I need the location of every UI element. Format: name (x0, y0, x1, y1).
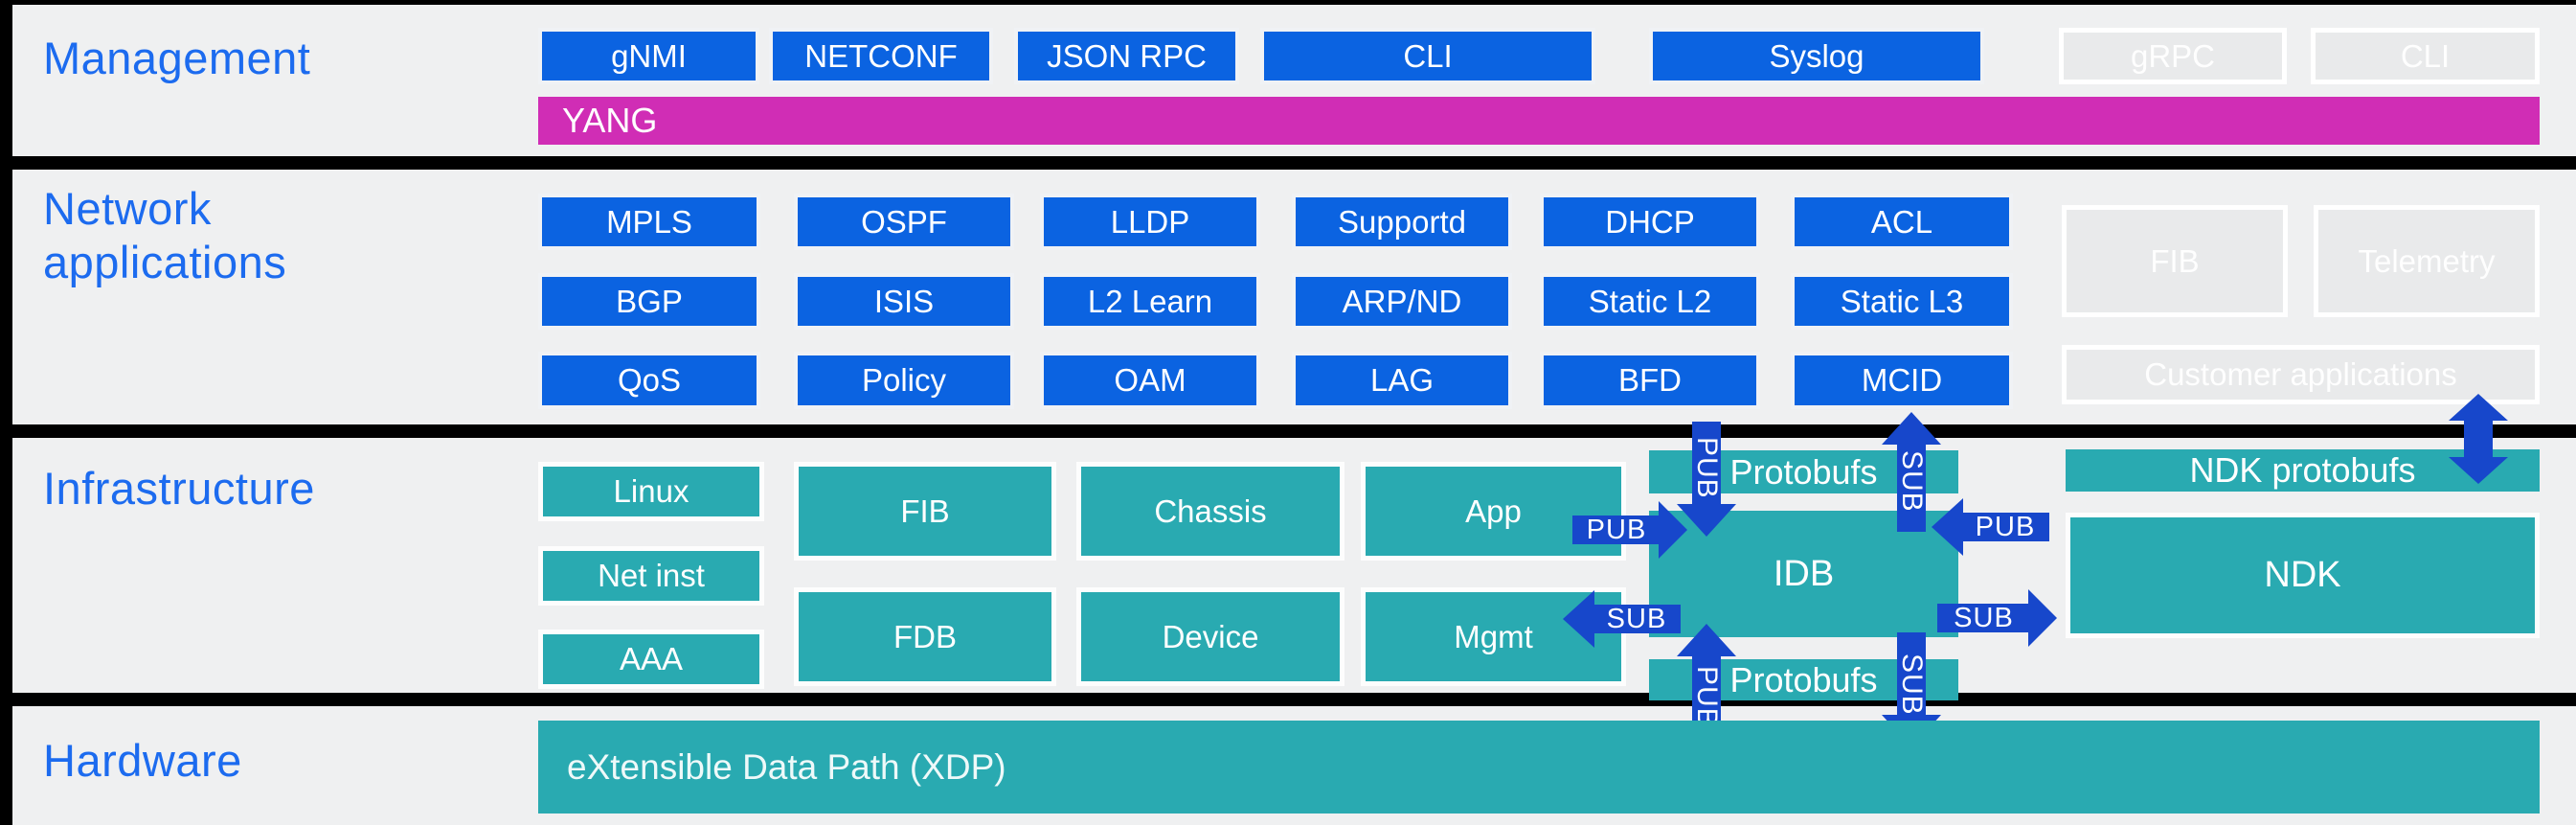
infra-box-device: Device (1076, 587, 1344, 686)
netapp-box-static-l3: Static L3 (1791, 273, 2013, 330)
yang-bar: YANG (538, 97, 2540, 145)
netapp-box-arp-nd: ARP/ND (1292, 273, 1512, 330)
management-layer-title: Management (43, 33, 311, 83)
netapp-box-telemetry-disabled: Telemetry (2314, 205, 2540, 317)
infra-box-app: App (1361, 462, 1626, 561)
sub-up-arrow-label: SUB (1896, 450, 1928, 513)
infrastructure-layer-title: Infrastructure (43, 463, 315, 514)
netapp-box-bfd: BFD (1540, 352, 1760, 409)
protocol-box-netconf: NETCONF (769, 28, 993, 84)
protocol-box-json-rpc: JSON RPC (1014, 28, 1239, 84)
sub-left-arrow-label: SUB (1606, 604, 1667, 634)
netapp-box-lldp: LLDP (1040, 194, 1260, 250)
pub-up-arrow-label: PUB (1691, 666, 1723, 728)
protocol-box-gnmi: gNMI (538, 28, 759, 84)
protocol-box-cli: CLI (1260, 28, 1595, 84)
netapp-box-acl: ACL (1791, 194, 2013, 250)
pub-down-arrow-label: PUB (1691, 437, 1723, 499)
idb-box: IDB (1649, 511, 1958, 637)
netapp-box-ospf: OSPF (794, 194, 1014, 250)
infra-box-fdb: FDB (794, 587, 1056, 686)
netapp-box-isis: ISIS (794, 273, 1014, 330)
netapp-box-supportd: Supportd (1292, 194, 1512, 250)
protocol-box-syslog: Syslog (1649, 28, 1984, 84)
hardware-layer-title: Hardware (43, 735, 242, 786)
ndk-protobufs-bar: NDK protobufs (2066, 449, 2540, 492)
sub-down-arrow-label: SUB (1896, 653, 1928, 716)
network-applications-layer-title: Network applications (43, 182, 286, 289)
divider-management-netapps (0, 156, 2576, 170)
netapp-box-policy: Policy (794, 352, 1014, 409)
ndk-box: NDK (2066, 513, 2540, 638)
netapp-box-lag: LAG (1292, 352, 1512, 409)
netapp-box-bgp: BGP (538, 273, 760, 330)
infra-box-fib: FIB (794, 462, 1056, 561)
infra-box-chassis: Chassis (1076, 462, 1344, 561)
netapp-box-l2-learn: L2 Learn (1040, 273, 1260, 330)
infra-box-linux: Linux (538, 462, 764, 521)
infra-box-net-inst: Net inst (538, 546, 764, 606)
netapp-box-static-l2: Static L2 (1540, 273, 1760, 330)
left-border (0, 0, 12, 825)
protocol-box-cli-disabled: CLI (2311, 28, 2540, 84)
sub-right-arrow-label: SUB (1954, 603, 2014, 633)
netapp-box-mpls: MPLS (538, 194, 760, 250)
xdp-bar: eXtensible Data Path (XDP) (538, 721, 2540, 814)
divider-infrastructure-hardware (0, 693, 2576, 706)
netapps-title-line1: Network (43, 183, 212, 234)
protocol-box-grpc-disabled: gRPC (2059, 28, 2287, 84)
pub-left-arrow-label: PUB (1975, 512, 2036, 542)
netapp-box-qos: QoS (538, 352, 760, 409)
infra-box-aaa: AAA (538, 630, 764, 689)
netapp-box-mcid: MCID (1791, 352, 2013, 409)
netapp-box-dhcp: DHCP (1540, 194, 1760, 250)
netapp-box-fib-disabled: FIB (2062, 205, 2288, 317)
netapps-title-line2: applications (43, 237, 287, 287)
top-border (0, 0, 2576, 5)
pub-right-arrow-label: PUB (1586, 515, 1647, 545)
customer-applications-box: Customer applications (2062, 345, 2540, 404)
netapp-box-oam: OAM (1040, 352, 1260, 409)
divider-netapps-infrastructure (0, 424, 2576, 438)
